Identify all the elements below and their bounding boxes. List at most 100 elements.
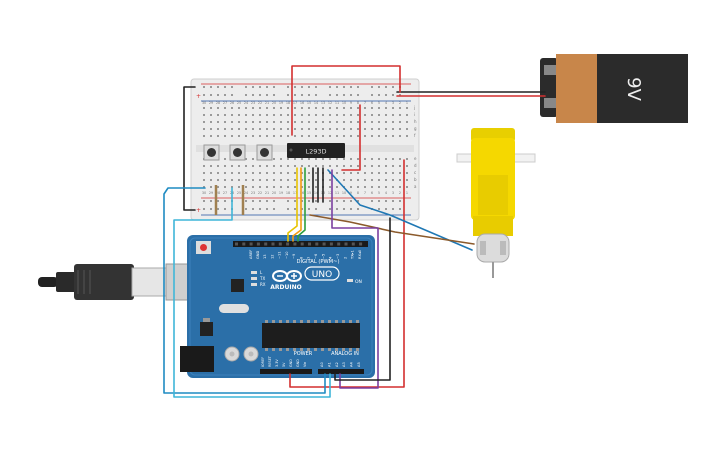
header-pin[interactable]	[286, 242, 290, 246]
header-pin[interactable]	[322, 242, 326, 246]
header-pin[interactable]	[293, 242, 297, 246]
header-pin[interactable]	[308, 242, 311, 246]
bb-hole	[217, 208, 219, 210]
bb-hole	[371, 158, 373, 160]
analog-header	[318, 369, 364, 374]
bb-hole	[259, 165, 261, 167]
bb-hole	[406, 114, 408, 116]
arduino-logo: ARDUINO	[270, 270, 302, 291]
bb-column-label: 4	[385, 191, 387, 195]
header-pin[interactable]	[337, 242, 341, 246]
bb-hole	[385, 86, 387, 88]
bb-hole	[308, 165, 310, 167]
header-pin[interactable]	[242, 242, 246, 246]
bb-column-label: 25	[237, 101, 241, 105]
bb-column-label: 29	[209, 101, 213, 105]
bb-hole	[266, 200, 268, 202]
digital-pin-label: 2	[343, 257, 347, 259]
wire-red-enable	[341, 104, 361, 171]
header-pin[interactable]	[249, 242, 253, 246]
bb-column-label: 18	[286, 101, 290, 105]
bb-column-label: 5	[378, 191, 380, 195]
bb-hole	[378, 107, 380, 109]
bb-hole	[210, 172, 212, 174]
bb-hole	[245, 107, 247, 109]
bb-hole	[294, 186, 296, 188]
reset-button-cap[interactable]	[200, 244, 207, 251]
bb-column-label: 7	[364, 191, 366, 195]
bb-hole	[238, 172, 240, 174]
bb-column-label: 23	[251, 191, 255, 195]
header-pin[interactable]	[315, 242, 319, 246]
bb-hole	[245, 128, 247, 130]
bb-hole	[385, 135, 387, 137]
bb-hole	[378, 165, 380, 167]
bb-hole	[399, 165, 401, 167]
header-pin[interactable]	[329, 242, 333, 246]
pin-label-aref: AREF	[249, 250, 253, 259]
bb-hole	[280, 179, 282, 181]
bb-hole	[406, 135, 408, 137]
bb-hole	[343, 200, 345, 202]
header-pin[interactable]	[271, 242, 275, 246]
header-pin[interactable]	[264, 242, 268, 246]
bb-hole	[392, 121, 394, 123]
bb-hole	[308, 128, 310, 130]
header-pin[interactable]	[344, 242, 348, 246]
bb-hole	[203, 200, 205, 202]
chip-label: L293D	[305, 148, 326, 156]
bb-hole	[392, 172, 394, 174]
bb-hole	[357, 172, 359, 174]
bb-hole	[252, 158, 254, 160]
header-pin[interactable]	[278, 242, 282, 246]
header-pin[interactable]	[256, 242, 260, 246]
mcu-leg	[328, 348, 331, 351]
analog-pin-label: A2	[335, 362, 339, 367]
bb-hole	[308, 121, 310, 123]
bb-hole	[329, 200, 331, 202]
mcu-leg	[300, 320, 303, 323]
bb-hole	[224, 186, 226, 188]
pushbutton-2[interactable]	[229, 144, 246, 161]
bb-hole	[217, 135, 219, 137]
bb-hole	[301, 208, 303, 210]
header-pin[interactable]	[351, 242, 355, 246]
bb-hole	[329, 158, 331, 160]
bb-hole	[266, 94, 268, 96]
bb-hole	[238, 121, 240, 123]
bb-hole	[287, 121, 289, 123]
bb-hole	[217, 172, 219, 174]
bb-hole	[280, 107, 282, 109]
bb-hole	[210, 107, 212, 109]
bb-hole	[385, 114, 387, 116]
bb-hole	[385, 200, 387, 202]
bb-hole	[259, 186, 261, 188]
bb-hole	[252, 179, 254, 181]
pushbutton-1[interactable]	[203, 144, 220, 161]
header-pin[interactable]	[300, 242, 304, 246]
bb-row-label: h	[414, 119, 417, 124]
bb-hole	[301, 172, 303, 174]
bb-hole	[217, 121, 219, 123]
mcu-leg	[293, 348, 296, 351]
wire-red-5v	[289, 159, 405, 388]
bb-hole	[399, 94, 401, 96]
bb-column-label: 20	[272, 191, 276, 195]
bb-hole	[287, 114, 289, 116]
bb-hole	[287, 94, 289, 96]
bb-hole	[259, 128, 261, 130]
bb-hole	[406, 107, 408, 109]
pushbutton-3[interactable]	[256, 144, 273, 161]
bb-column-label: 11	[335, 101, 339, 105]
bb-column-label: 3	[392, 191, 394, 195]
header-pin[interactable]	[235, 242, 238, 246]
bb-hole	[392, 86, 394, 88]
bb-hole	[350, 135, 352, 137]
mcu-leg	[342, 320, 345, 323]
l293d-chip: L293D	[287, 143, 345, 158]
mcu-leg	[307, 320, 310, 323]
bb-hole	[315, 179, 317, 181]
header-pin[interactable]	[359, 242, 363, 246]
bb-hole	[336, 186, 338, 188]
bb-column-label: 16	[300, 101, 304, 105]
